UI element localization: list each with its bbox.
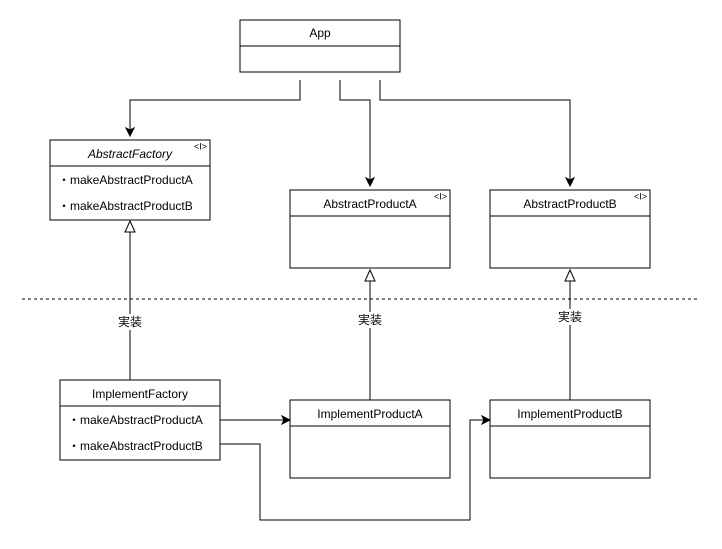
- connector-factory-to-product-b: [220, 420, 490, 521]
- class-implement-factory[interactable]: ImplementFactory ・makeAbstractProductA ・…: [59, 379, 221, 461]
- class-abstract-product-b[interactable]: AbstractProductB <I>: [489, 189, 651, 269]
- edge-label-product-b-impl: 実装: [558, 309, 582, 324]
- class-abstract-product-a-name: AbstractProductA: [323, 197, 416, 211]
- class-app[interactable]: App: [239, 19, 401, 73]
- method-item: ・makeAbstractProductA: [58, 173, 193, 187]
- interface-stereotype: <I>: [434, 191, 447, 201]
- method-item: ・makeAbstractProductB: [68, 439, 203, 453]
- method-item: ・makeAbstractProductA: [68, 413, 203, 427]
- connector-app-to-abstract-product-a: [339, 80, 370, 186]
- class-implement-factory-name: ImplementFactory: [92, 387, 188, 401]
- interface-stereotype: <I>: [194, 141, 207, 151]
- interface-stereotype: <I>: [634, 191, 647, 201]
- connector-app-to-abstract-product-b: [379, 80, 570, 186]
- class-implement-product-b-name: ImplementProductB: [517, 407, 622, 421]
- class-app-name: App: [309, 26, 331, 40]
- realization-factory-arrowhead: [124, 219, 136, 233]
- class-implement-product-a[interactable]: ImplementProductA: [289, 399, 451, 479]
- realization-product-b-arrowhead: [564, 268, 576, 282]
- connector-app-to-abstract-factory: [130, 80, 301, 136]
- edge-label-factory-impl: 実装: [118, 314, 142, 329]
- class-abstract-factory-name: AbstractFactory: [87, 147, 173, 161]
- realization-product-a-arrowhead: [364, 268, 376, 282]
- class-implement-product-a-name: ImplementProductA: [317, 407, 422, 421]
- edge-label-product-a-impl: 実装: [358, 312, 382, 327]
- class-abstract-factory[interactable]: AbstractFactory <I> ・makeAbstractProduct…: [49, 139, 211, 221]
- method-item: ・makeAbstractProductB: [58, 199, 193, 213]
- class-implement-product-b[interactable]: ImplementProductB: [489, 399, 651, 479]
- class-abstract-product-b-name: AbstractProductB: [523, 197, 616, 211]
- class-abstract-product-a[interactable]: AbstractProductA <I>: [289, 189, 451, 269]
